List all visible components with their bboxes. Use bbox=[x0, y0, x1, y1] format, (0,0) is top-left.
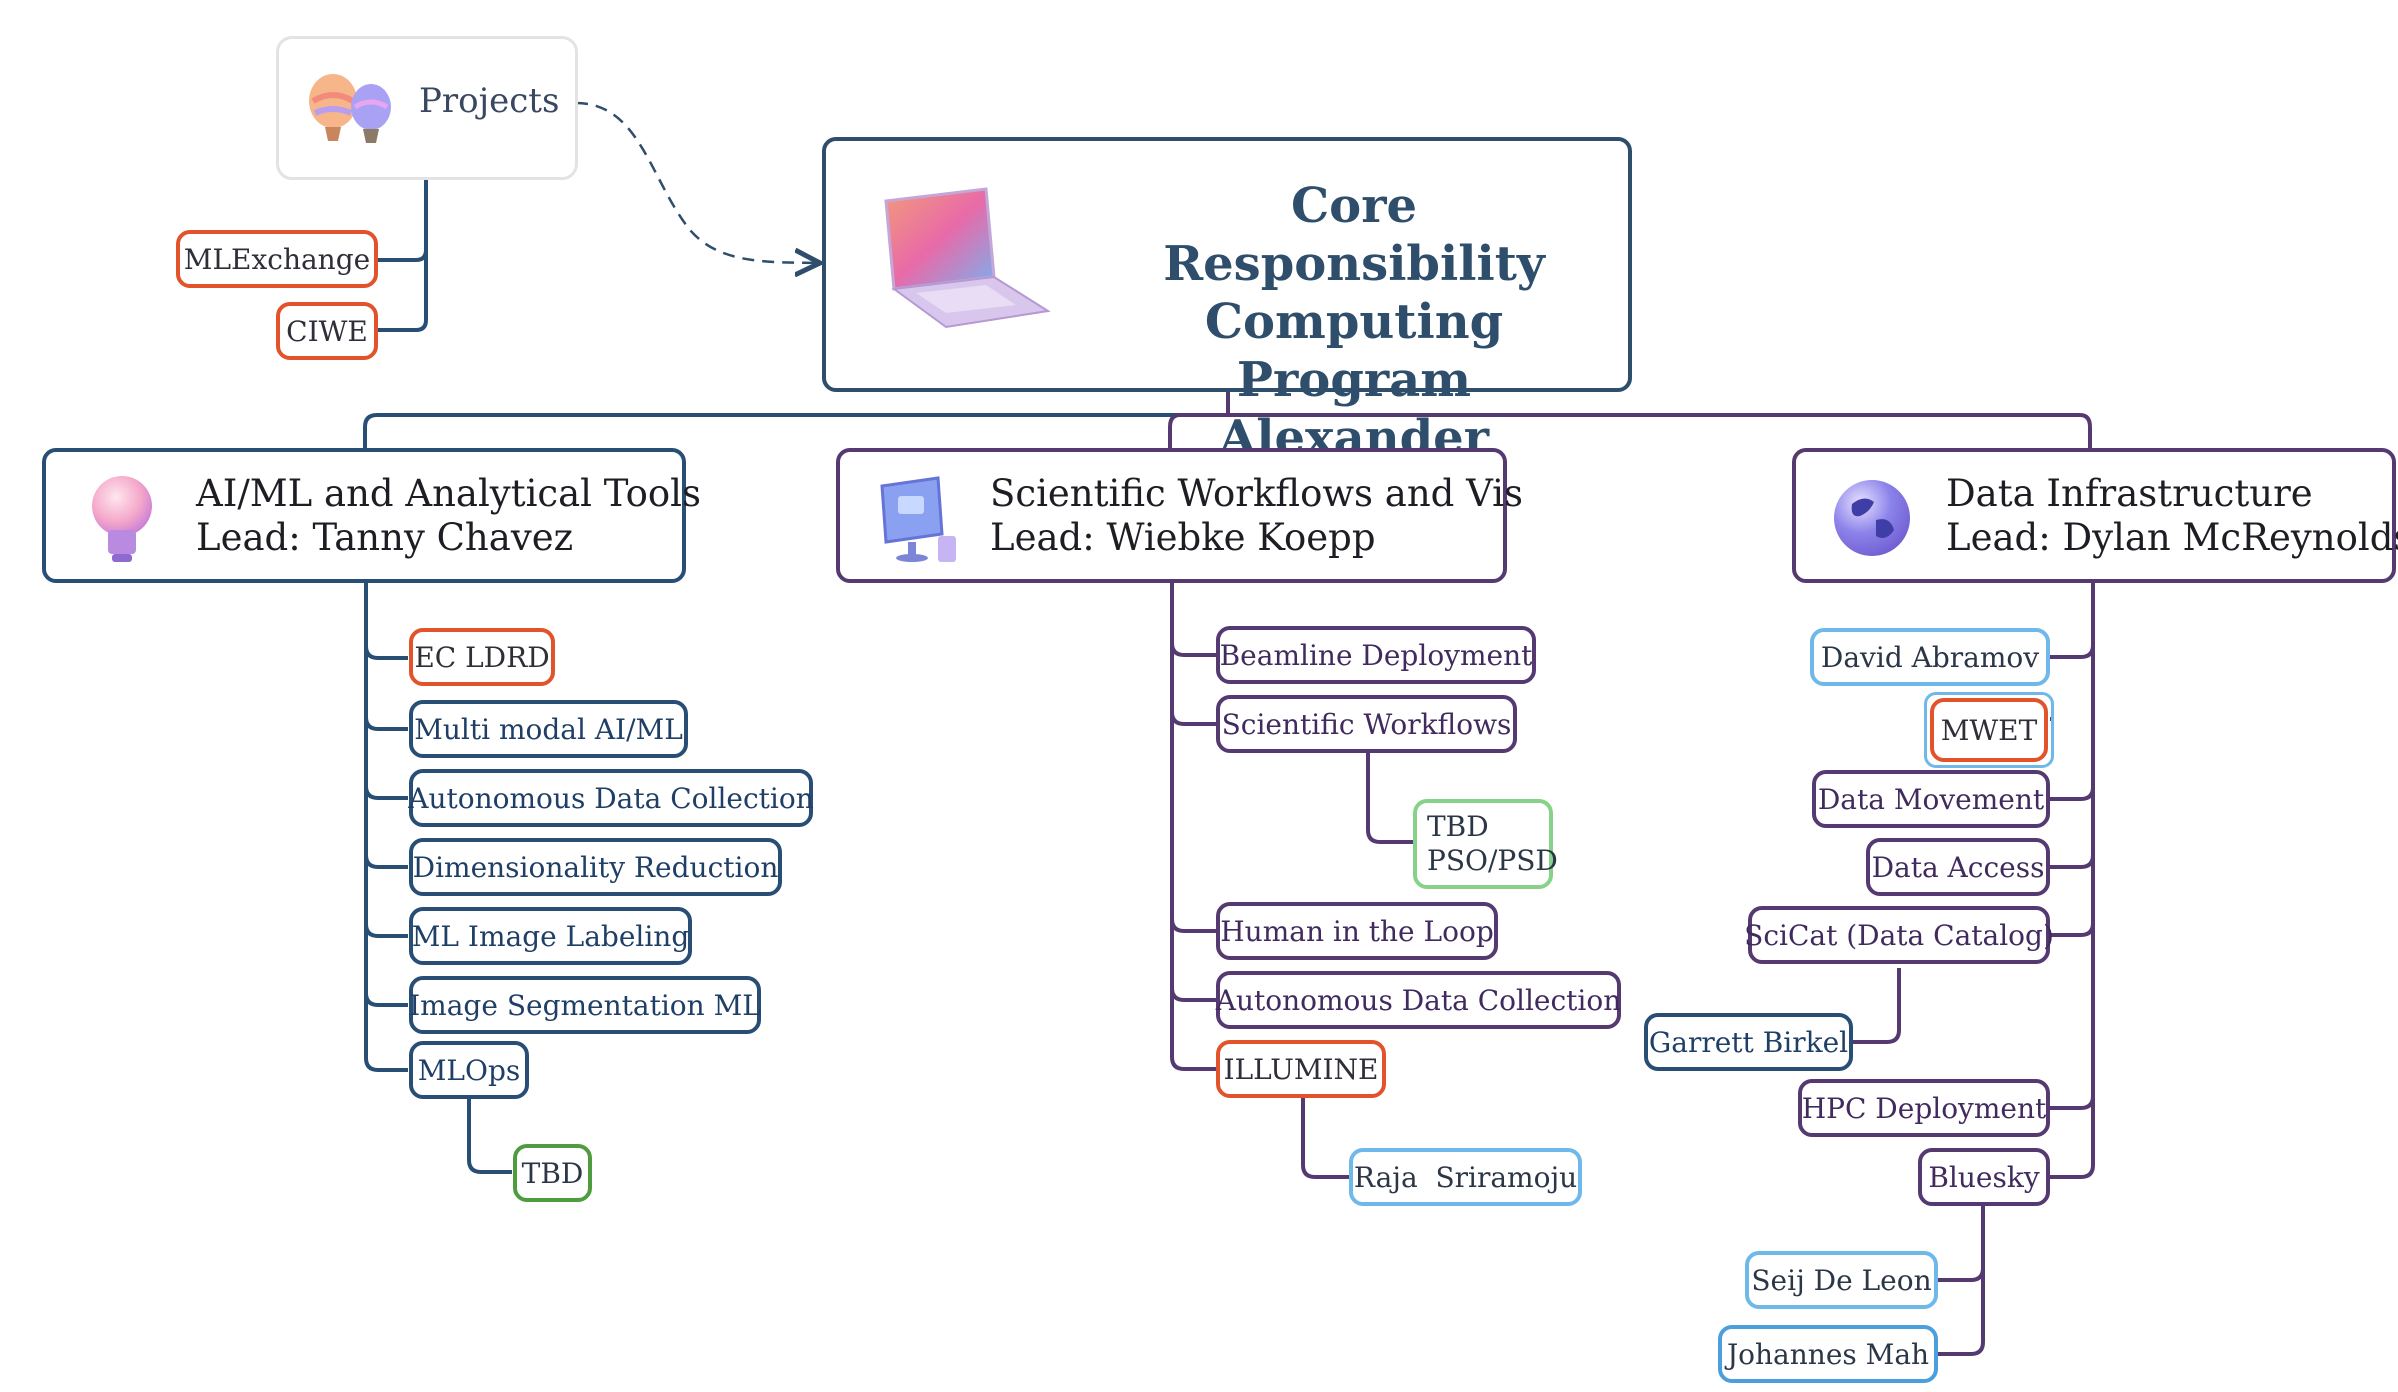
root-node[interactable]: Core Responsibility Computing Program Al… bbox=[822, 137, 1632, 524]
item-seij-de-leon[interactable]: Seij De Leon bbox=[1745, 1251, 1938, 1309]
branch-ai-ml[interactable]: AI/ML and Analytical Tools Lead: Tanny C… bbox=[42, 448, 701, 583]
item-david-abramov[interactable]: David Abramov bbox=[1810, 628, 2050, 686]
branch2-connectors bbox=[1170, 583, 1413, 1179]
item-image-segmentation[interactable]: Image Segmentation ML bbox=[409, 976, 761, 1034]
item-scientific-workflows[interactable]: Scientific Workflows bbox=[1216, 695, 1517, 753]
item-data-movement[interactable]: Data Movement bbox=[1812, 770, 2050, 828]
branch-lead: Lead: Wiebke Koepp bbox=[990, 516, 1376, 559]
globe-icon bbox=[1834, 480, 1910, 556]
branch-scientific-workflows[interactable]: Scientific Workflows and Vis Lead: Wiebk… bbox=[836, 448, 1523, 583]
item-human-in-the-loop[interactable]: Human in the Loop bbox=[1216, 902, 1498, 960]
computer-monitor-icon bbox=[880, 476, 956, 562]
project-mlexchange[interactable]: MLExchange bbox=[176, 230, 378, 288]
item-beamline-deployment[interactable]: Beamline Deployment bbox=[1216, 626, 1536, 684]
item-mlops[interactable]: MLOps bbox=[409, 1041, 529, 1099]
lightbulb-icon bbox=[92, 476, 152, 562]
branch-title: Data Infrastructure bbox=[1946, 472, 2313, 515]
project-ciwe[interactable]: CIWE bbox=[276, 302, 378, 360]
item-bluesky[interactable]: Bluesky bbox=[1918, 1148, 2050, 1206]
root-branch-connectors bbox=[363, 392, 2092, 450]
item-multi-modal[interactable]: Multi modal AI/ML bbox=[409, 700, 688, 758]
projects-label: Projects bbox=[419, 81, 560, 121]
item-mlops-tbd[interactable]: TBD bbox=[513, 1144, 592, 1202]
projects-dashed-arrow bbox=[575, 101, 820, 263]
item-illumine[interactable]: ILLUMINE bbox=[1216, 1040, 1386, 1098]
item-mwet[interactable]: MWET bbox=[1930, 698, 2048, 762]
mwet-highlight-frame bbox=[1924, 692, 2054, 768]
item-autonomous-data-collection[interactable]: Autonomous Data Collection bbox=[408, 769, 814, 827]
projects-connectors bbox=[378, 178, 428, 332]
item-scicat[interactable]: SciCat (Data Catalog) bbox=[1744, 906, 2054, 964]
item-autonomous-data-collection-2[interactable]: Autonomous Data Collection bbox=[1216, 971, 1621, 1029]
item-dimensionality-reduction[interactable]: Dimensionality Reduction bbox=[409, 838, 782, 896]
branch1-connectors bbox=[364, 583, 512, 1174]
item-tbd-pso-psd[interactable]: TBD PSO/PSD bbox=[1413, 799, 1558, 889]
item-data-access[interactable]: Data Access bbox=[1866, 838, 2050, 896]
item-garrett-birkel[interactable]: Garrett Birkel bbox=[1644, 1013, 1853, 1071]
item-ec-ldrd[interactable]: EC LDRD bbox=[409, 628, 555, 686]
laptop-icon bbox=[884, 187, 1051, 329]
item-johannes-mah[interactable]: Johannes Mah bbox=[1718, 1325, 1938, 1383]
item-ml-image-labeling[interactable]: ML Image Labeling bbox=[409, 907, 692, 965]
branch3-connectors bbox=[1853, 583, 2095, 1356]
hot-air-balloons-icon bbox=[309, 74, 391, 143]
branch-data-infrastructure[interactable]: Data Infrastructure Lead: Dylan McReynol… bbox=[1792, 448, 2398, 583]
branch-lead: Lead: Tanny Chavez bbox=[196, 516, 574, 559]
item-raja-sriramoju[interactable]: Raja Sriramoju bbox=[1349, 1148, 1582, 1206]
branch-lead: Lead: Dylan McReynolds bbox=[1946, 516, 2398, 559]
item-hpc-deployment[interactable]: HPC Deployment bbox=[1798, 1079, 2050, 1137]
projects-node[interactable]: Projects bbox=[276, 36, 578, 180]
branch-title: AI/ML and Analytical Tools bbox=[196, 472, 701, 515]
branch-title: Scientific Workflows and Vis bbox=[990, 472, 1523, 515]
